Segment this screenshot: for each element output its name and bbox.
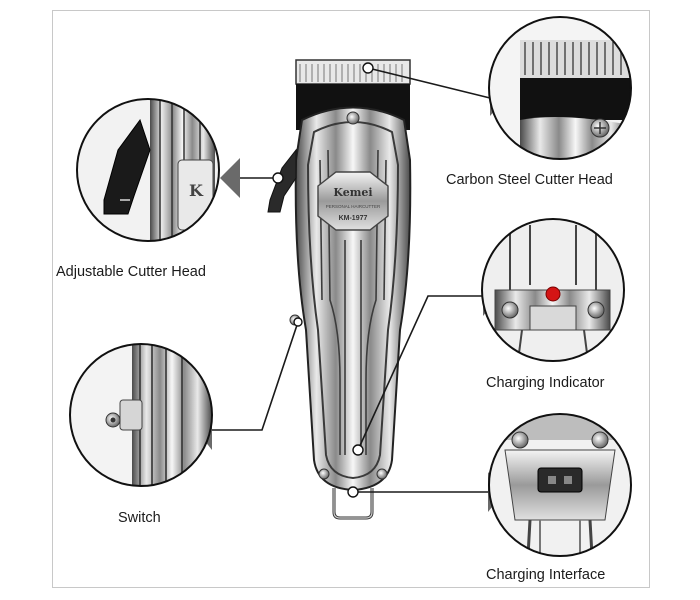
zoom-switch [69,343,213,487]
brand-subtitle: PERSONAL HAIRCUTTER [326,204,381,209]
leader-lines [212,67,491,493]
brand-badge: Kemei PERSONAL HAIRCUTTER KM-1977 [317,171,389,231]
anchor-cutter-head [362,62,374,74]
figure-frame [52,10,650,588]
anchor-interface [347,486,359,498]
anchor-adjustable [272,172,284,184]
label-carbon-steel-cutter-head: Carbon Steel Cutter Head [446,172,613,188]
clipper-body [267,59,412,520]
zoom-adjustable-cutter-head: K [76,98,220,242]
zoom-cutter-head [488,16,632,160]
anchor-points [272,62,374,498]
zoom-charging-interface [488,413,632,557]
charging-indicator-light [545,286,561,302]
brand-name: Kemei [333,186,372,199]
zoom-brand-fragment: K [189,181,204,200]
anchor-switch [293,317,303,327]
model-number: KM-1977 [339,215,368,222]
zoom-charging-indicator [481,218,625,362]
label-switch: Switch [118,510,161,526]
label-charging-indicator: Charging Indicator [486,375,605,391]
label-charging-interface: Charging Interface [486,567,606,583]
label-adjustable-cutter-head: Adjustable Cutter Head [56,264,206,280]
anchor-indicator [352,444,364,456]
